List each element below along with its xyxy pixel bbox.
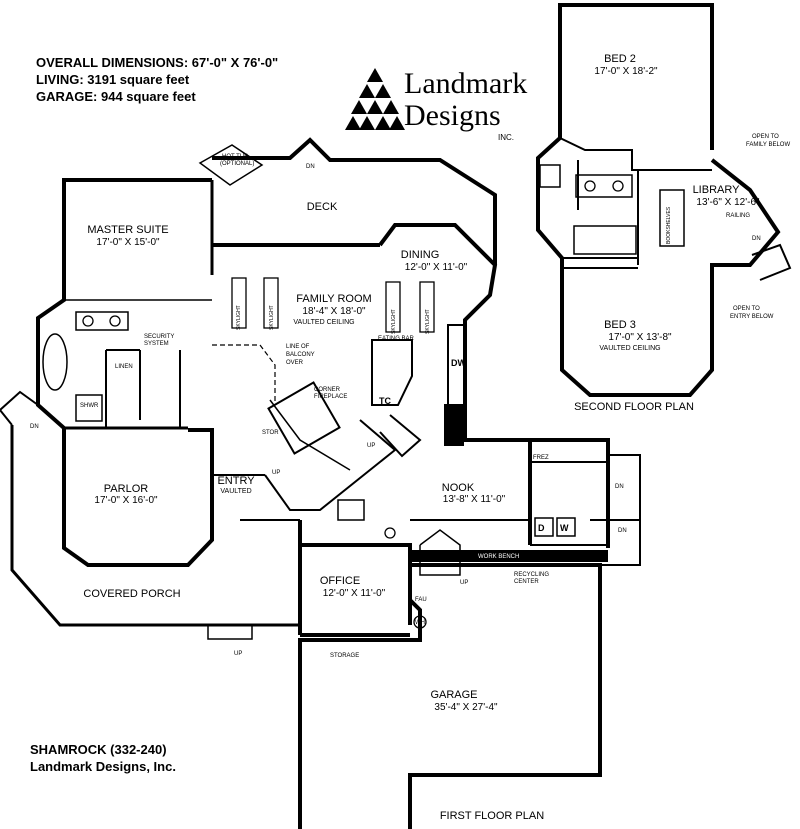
- porch-name: COVERED PORCH: [83, 588, 180, 600]
- bed3-dims: 17'-0" X 13'-8": [608, 332, 672, 343]
- security-2: SYSTEM: [144, 341, 169, 347]
- open-entry-1: OPEN TO: [733, 306, 760, 312]
- skylight-4: SKYLIGHT: [425, 309, 431, 334]
- shower-label: SHWR: [80, 403, 99, 409]
- logo-inc: INC.: [498, 133, 514, 142]
- garage-outline: [408, 563, 602, 829]
- up-stair: UP: [367, 443, 375, 449]
- dn-right-1: DN: [615, 484, 624, 490]
- family-name: FAMILY ROOM: [296, 293, 371, 305]
- skylight-1: SKYLIGHT: [236, 305, 242, 330]
- nook-name: NOOK: [442, 482, 475, 494]
- balcony-1: LINE OF: [286, 344, 310, 350]
- freezer-label: FREZ: [533, 455, 549, 461]
- covered-porch-outline: [10, 425, 300, 627]
- skylight-3: SKYLIGHT: [391, 309, 397, 334]
- fireplace-1: CORNER: [314, 387, 341, 393]
- logo-line-2: Designs: [404, 99, 501, 132]
- security-1: SECURITY: [144, 334, 174, 340]
- library-dims: 13'-6" X 12'-6": [696, 197, 760, 208]
- first-floor-title: FIRST FLOOR PLAN: [440, 810, 544, 822]
- trash-compactor-label: TC: [379, 396, 391, 406]
- linen-label: LINEN: [115, 364, 133, 370]
- bed3-name: BED 3: [604, 319, 636, 331]
- wh-label: WH: [415, 620, 425, 626]
- dining-dims: 12'-0" X 11'-0": [405, 262, 468, 273]
- logo-line-1: Landmark: [404, 67, 528, 100]
- recycling-2: CENTER: [514, 579, 539, 585]
- up-garage: UP: [460, 580, 468, 586]
- balcony-2: BALCONY: [286, 352, 315, 358]
- bed3-note: VAULTED CEILING: [599, 345, 660, 352]
- open-family-2: FAMILY BELOW: [746, 142, 790, 148]
- up-entry: UP: [272, 470, 280, 476]
- family-note: VAULTED CEILING: [293, 319, 354, 326]
- company-logo: Landmark Designs INC.: [345, 66, 545, 146]
- dining-name: DINING: [401, 249, 440, 261]
- parlor-name: PARLOR: [104, 483, 148, 495]
- bed2-dims: 17'-0" X 18'-2": [594, 66, 658, 77]
- family-dims: 18'-4" X 18'-0": [302, 306, 366, 317]
- skylight-2: SKYLIGHT: [269, 305, 275, 330]
- dryer-label: D: [538, 523, 545, 533]
- dishwasher-label: DW: [451, 358, 466, 368]
- garage-name: GARAGE: [430, 689, 477, 701]
- garage-dims: 35'-4" X 27'-4": [434, 702, 498, 713]
- company-name: Landmark Designs, Inc.: [30, 759, 176, 774]
- bed2-name: BED 2: [604, 53, 636, 65]
- entry-note: VAULTED: [220, 488, 251, 495]
- master-name: MASTER SUITE: [87, 224, 168, 236]
- deck-outline: [212, 137, 497, 265]
- hot-tub-optional: (OPTIONAL): [220, 161, 254, 167]
- recycling-1: RECYCLING: [514, 572, 549, 578]
- hot-tub-label: HOT TUB: [222, 154, 248, 160]
- up-porch: UP: [234, 651, 242, 657]
- dn-right-2: DN: [618, 528, 627, 534]
- library-name: LIBRARY: [693, 184, 741, 196]
- parlor-dims: 17'-0" X 16'-0": [94, 495, 158, 506]
- fau-label: FAU: [415, 597, 427, 603]
- open-family-1: OPEN TO: [752, 134, 779, 140]
- dn-deck: DN: [306, 164, 315, 170]
- bookshelves-label: BOOKSHELVES: [666, 206, 672, 244]
- office-dims: 12'-0" X 11'-0": [323, 588, 386, 599]
- stor-label: STOR: [262, 430, 279, 436]
- dn-second: DN: [752, 236, 761, 242]
- master-dims: 17'-0" X 15'-0": [96, 237, 160, 248]
- second-floor-outer-wall: [536, 3, 781, 397]
- office-name: OFFICE: [320, 575, 360, 587]
- storage-label: STORAGE: [330, 653, 359, 659]
- washer-label: W: [560, 523, 569, 533]
- living-area: LIVING: 3191 square feet: [36, 72, 190, 87]
- nook-dims: 13'-8" X 11'-0": [443, 494, 506, 505]
- eating-bar-label: EATING BAR: [378, 336, 415, 342]
- railing-label: RAILING: [726, 213, 750, 219]
- garage-area: GARAGE: 944 square feet: [36, 89, 196, 104]
- second-floor-title: SECOND FLOOR PLAN: [574, 401, 694, 413]
- triangle-logo-icon: [345, 68, 405, 130]
- deck-name: DECK: [307, 201, 338, 213]
- dn-porch: DN: [30, 424, 39, 430]
- work-bench-label: WORK BENCH: [478, 554, 519, 560]
- fireplace-2: FIREPLACE: [314, 394, 347, 400]
- open-entry-2: ENTRY BELOW: [730, 314, 774, 320]
- entry-name: ENTRY: [217, 475, 255, 487]
- plan-name: SHAMROCK (332-240): [30, 742, 167, 757]
- balcony-3: OVER: [286, 360, 304, 366]
- overall-dimensions: OVERALL DIMENSIONS: 67'-0" X 76'-0": [36, 55, 279, 70]
